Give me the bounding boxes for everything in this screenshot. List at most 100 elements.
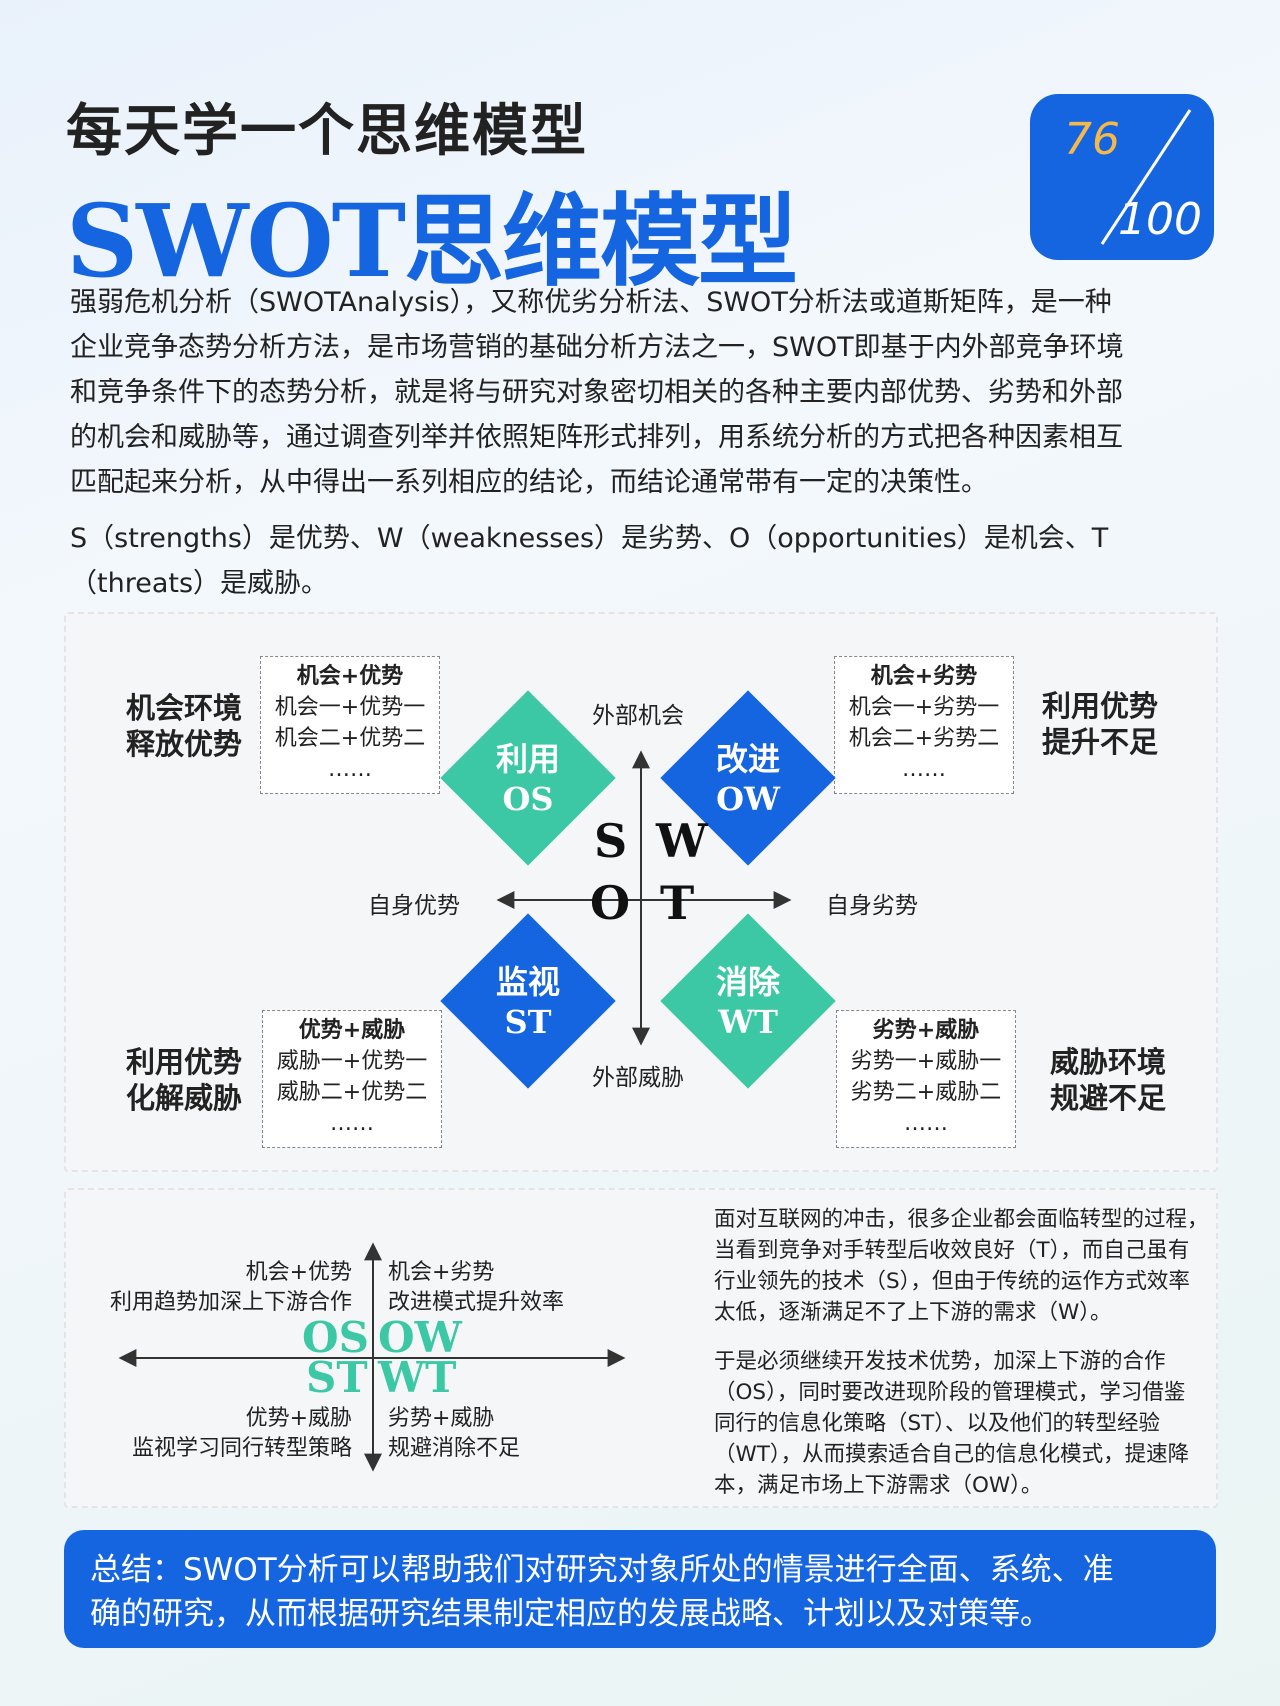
side-label-top-left: 机会环境 释放优势 bbox=[126, 690, 242, 762]
text-line: 太低，逐渐满足不了上下游的需求（W）。 bbox=[714, 1300, 1112, 1325]
side-label-bottom-left: 利用优势 化解威胁 bbox=[126, 1044, 242, 1116]
text-line: S（strengths）是优势、W（weaknesses）是劣势、O（oppor… bbox=[70, 523, 1109, 554]
side-label-line: 利用优势 bbox=[126, 1045, 243, 1079]
diamond-os-label: 利用 OS bbox=[453, 739, 603, 819]
example-big-wt: WT bbox=[378, 1353, 457, 1402]
letter-o: O bbox=[590, 876, 631, 930]
page-subtitle: 每天学一个思维模型 bbox=[66, 98, 588, 164]
example-big-st: ST bbox=[306, 1353, 368, 1402]
combo-box-top-right: 机会+劣势 机会一+劣势一 机会二+劣势二 …… bbox=[834, 656, 1014, 794]
side-label-bottom-right: 威胁环境 规避不足 bbox=[1050, 1044, 1166, 1116]
text-line: 同行的信息化策略（ST）、以及他们的转型经验 bbox=[714, 1411, 1161, 1436]
combo-box-line: 机会二+劣势二 bbox=[848, 726, 1000, 751]
swot-diagram-panel: 机会环境 释放优势 利用优势 提升不足 利用优势 化解威胁 威胁环境 规避不足 … bbox=[64, 612, 1218, 1172]
side-label-line: 提升不足 bbox=[1042, 725, 1159, 759]
combo-box-line: …… bbox=[330, 1111, 374, 1136]
diamond-label-line: 改进 bbox=[715, 740, 780, 778]
diamond-label-line: 消除 bbox=[715, 963, 780, 1001]
text-line: 面对互联网的冲击，很多企业都会面临转型的过程， bbox=[714, 1207, 1209, 1232]
letter-t: T bbox=[660, 876, 695, 930]
text-line: 当看到竞争对手转型后收效良好（T），而自己虽有 bbox=[714, 1238, 1190, 1263]
summary-box: 总结：SWOT分析可以帮助我们对研究对象所处的情景进行全面、系统、准 确的研究，… bbox=[64, 1530, 1216, 1648]
example-big-ow: OW bbox=[378, 1313, 462, 1362]
side-label-line: 释放优势 bbox=[126, 727, 243, 761]
combo-box-title: 优势+威胁 bbox=[298, 1018, 406, 1043]
side-label-line: 利用优势 bbox=[1042, 689, 1159, 723]
swot-example-panel: 机会+优势 利用趋势加深上下游合作 机会+劣势 改进模式提升效率 优势+威胁 监… bbox=[64, 1188, 1218, 1508]
combo-box-line: 机会一+优势一 bbox=[274, 695, 426, 720]
combo-box-line: 劣势二+威胁二 bbox=[850, 1080, 1002, 1105]
text-line: 行业领先的技术（S），但由于传统的运作方式效率 bbox=[714, 1269, 1190, 1294]
axis-label-bottom: 外部威胁 bbox=[592, 1065, 684, 1091]
example-label-line: 利用趋势加深上下游合作 bbox=[109, 1290, 352, 1315]
page-title: SWOT思维模型 bbox=[66, 182, 798, 300]
example-label-line: 机会+优势 bbox=[245, 1260, 352, 1285]
combo-box-line: …… bbox=[902, 757, 946, 782]
summary-line: 总结：SWOT分析可以帮助我们对研究对象所处的情景进行全面、系统、准 bbox=[90, 1552, 1114, 1588]
example-bottom-right-label: 劣势+威胁 规避消除不足 bbox=[388, 1404, 520, 1464]
diamond-label-line: OS bbox=[502, 780, 554, 818]
diamond-label-line: ST bbox=[504, 1003, 552, 1041]
letter-s: S bbox=[594, 814, 628, 868]
slash-icon bbox=[1100, 109, 1192, 245]
text-line: （OS），同时要改进现阶段的管理模式，学习借鉴 bbox=[714, 1380, 1186, 1405]
combo-box-title: 劣势+威胁 bbox=[872, 1018, 980, 1043]
side-label-line: 规避不足 bbox=[1050, 1081, 1167, 1115]
axes-graphic bbox=[496, 750, 792, 1046]
example-label-line: 改进模式提升效率 bbox=[388, 1290, 565, 1315]
combo-box-line: 威胁二+优势二 bbox=[276, 1080, 428, 1105]
example-label-line: 劣势+威胁 bbox=[388, 1406, 495, 1431]
diamond-ow-label: 改进 OW bbox=[673, 739, 823, 819]
diamond-label-line: 监视 bbox=[495, 963, 560, 1001]
example-description-1: 面对互联网的冲击，很多企业都会面临转型的过程， 当看到竞争对手转型后收效良好（T… bbox=[714, 1204, 1270, 1328]
axis-label-top: 外部机会 bbox=[592, 703, 684, 729]
text-line: （threats）是威胁。 bbox=[70, 568, 329, 599]
example-label-line: 机会+劣势 bbox=[388, 1260, 495, 1285]
badge-numerator: 76 bbox=[1064, 114, 1120, 165]
letter-w: W bbox=[656, 814, 708, 868]
text-line: 强弱危机分析（SWOTAnalysis），又称优劣分析法、SWOT分析法或道斯矩… bbox=[70, 287, 1112, 318]
side-label-line: 机会环境 bbox=[126, 691, 243, 725]
example-label-line: 监视学习同行转型策略 bbox=[131, 1436, 352, 1461]
diamond-wt-label: 消除 WT bbox=[673, 962, 823, 1042]
text-line: 企业竞争态势分析方法，是市场营销的基础分析方法之一，SWOT即基于内外部竞争环境 bbox=[70, 332, 1124, 363]
example-label-line: 规避消除不足 bbox=[388, 1436, 521, 1461]
example-bottom-left-label: 优势+威胁 监视学习同行转型策略 bbox=[132, 1404, 352, 1464]
axis-label-left: 自身优势 bbox=[368, 893, 460, 919]
axis-label-right: 自身劣势 bbox=[826, 893, 918, 919]
combo-box-bottom-left: 优势+威胁 威胁一+优势一 威胁二+优势二 …… bbox=[262, 1010, 442, 1148]
example-top-right-label: 机会+劣势 改进模式提升效率 bbox=[388, 1258, 564, 1318]
example-description-2: 于是必须继续开发技术优势，加深上下游的合作 （OS），同时要改进现阶段的管理模式… bbox=[714, 1346, 1270, 1501]
example-label-line: 优势+威胁 bbox=[245, 1406, 352, 1431]
text-line: 本，满足市场上下游需求（OW）。 bbox=[714, 1473, 1043, 1498]
side-label-line: 化解威胁 bbox=[126, 1081, 243, 1115]
example-big-os: OS bbox=[302, 1313, 369, 1362]
example-axes-graphic bbox=[118, 1242, 626, 1472]
intro-paragraph-1: 强弱危机分析（SWOTAnalysis），又称优劣分析法、SWOT分析法或道斯矩… bbox=[70, 280, 1210, 505]
combo-box-line: …… bbox=[328, 757, 372, 782]
combo-box-title: 机会+优势 bbox=[296, 664, 404, 689]
combo-box-bottom-right: 劣势+威胁 劣势一+威胁一 劣势二+威胁二 …… bbox=[836, 1010, 1016, 1148]
combo-box-title: 机会+劣势 bbox=[870, 664, 978, 689]
diamond-st-label: 监视 ST bbox=[453, 962, 603, 1042]
text-line: 匹配起来分析，从中得出一系列相应的结论，而结论通常带有一定的决策性。 bbox=[70, 467, 988, 498]
summary-line: 确的研究，从而根据研究结果制定相应的发展战略、计划以及对策等。 bbox=[90, 1596, 1051, 1632]
combo-box-line: 机会二+优势二 bbox=[274, 726, 426, 751]
diamond-label-line: OW bbox=[716, 780, 780, 818]
text-line: 和竞争条件下的态势分析，就是将与研究对象密切相关的各种主要内部优势、劣势和外部 bbox=[70, 377, 1123, 408]
intro-paragraph-2: S（strengths）是优势、W（weaknesses）是劣势、O（oppor… bbox=[70, 516, 1210, 606]
text-line: （WT），从而摸索适合自己的信息化模式，提速降 bbox=[714, 1442, 1190, 1467]
combo-box-line: 劣势一+威胁一 bbox=[850, 1049, 1002, 1074]
progress-badge: 76 100 bbox=[1030, 94, 1214, 260]
side-label-top-right: 利用优势 提升不足 bbox=[1042, 688, 1158, 760]
side-label-line: 威胁环境 bbox=[1050, 1045, 1167, 1079]
badge-denominator: 100 bbox=[1118, 194, 1202, 245]
text-line: 的机会和威胁等，通过调查列举并依照矩阵形式排列，用系统分析的方式把各种因素相互 bbox=[70, 422, 1123, 453]
diamond-label-line: WT bbox=[718, 1003, 778, 1041]
example-top-left-label: 机会+优势 利用趋势加深上下游合作 bbox=[110, 1258, 352, 1318]
combo-box-line: 机会一+劣势一 bbox=[848, 695, 1000, 720]
combo-box-line: …… bbox=[904, 1111, 948, 1136]
combo-box-top-left: 机会+优势 机会一+优势一 机会二+优势二 …… bbox=[260, 656, 440, 794]
diamond-label-line: 利用 bbox=[495, 740, 560, 778]
text-line: 于是必须继续开发技术优势，加深上下游的合作 bbox=[714, 1349, 1166, 1374]
